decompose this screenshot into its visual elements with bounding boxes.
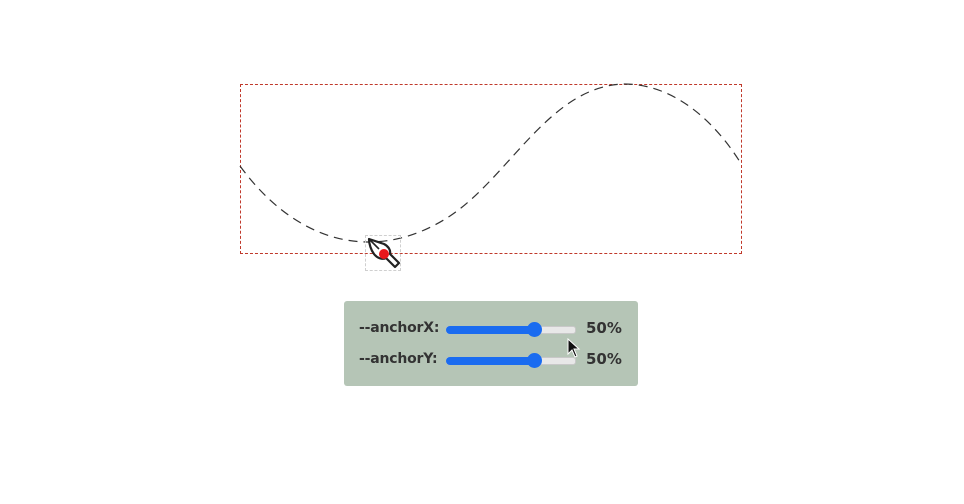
slider-thumb[interactable] bbox=[527, 322, 542, 337]
anchor-x-row: --anchorX: 50% bbox=[344, 318, 638, 349]
pen-nib-icon[interactable] bbox=[365, 235, 401, 271]
anchor-x-value: 50% bbox=[586, 319, 622, 337]
anchor-y-slider[interactable] bbox=[446, 353, 576, 368]
slider-fill bbox=[446, 357, 534, 365]
slider-thumb[interactable] bbox=[527, 353, 542, 368]
anchor-y-value: 50% bbox=[586, 350, 622, 368]
slider-fill bbox=[446, 326, 534, 334]
anchor-point-dot bbox=[379, 249, 389, 259]
anchor-x-label: --anchorX: bbox=[359, 320, 440, 336]
anchor-x-slider[interactable] bbox=[446, 322, 576, 337]
anchor-y-row: --anchorY: 50% bbox=[344, 349, 638, 380]
offset-path-container bbox=[240, 84, 742, 254]
anchor-y-label: --anchorY: bbox=[359, 351, 438, 367]
anchor-controls-panel: --anchorX: 50% --anchorY: 50% bbox=[344, 301, 638, 386]
